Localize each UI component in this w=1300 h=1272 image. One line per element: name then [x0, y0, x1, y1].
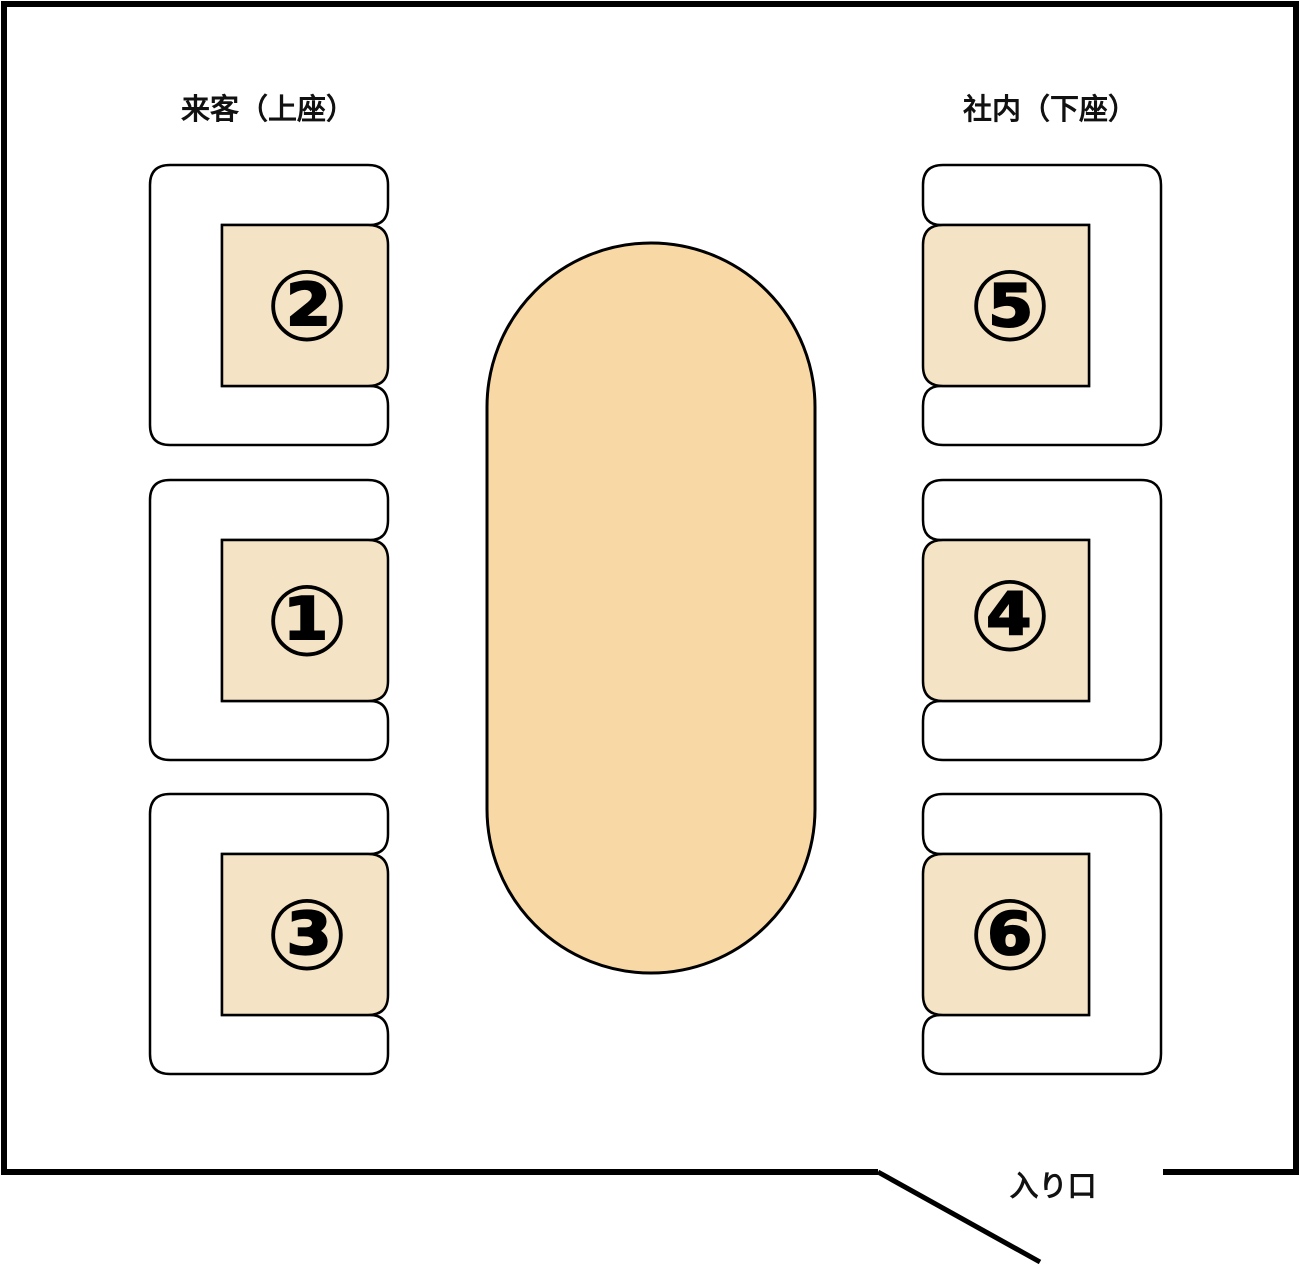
door	[876, 1169, 1042, 1265]
seat-number: ④	[969, 560, 1052, 674]
seat-number: ①	[266, 565, 349, 679]
seat-number: ⑥	[969, 879, 1052, 993]
guest-side-label: 来客（上座）	[181, 92, 355, 126]
room-wall	[1, 1, 1299, 1175]
seat-number: ③	[266, 879, 349, 993]
host-side-label: 社内（下座）	[963, 92, 1137, 126]
seat-number: ⑤	[969, 250, 1052, 364]
seat-number: ②	[266, 250, 349, 364]
meeting-table	[485, 241, 817, 975]
entrance-label: 入り口	[1009, 1169, 1096, 1203]
